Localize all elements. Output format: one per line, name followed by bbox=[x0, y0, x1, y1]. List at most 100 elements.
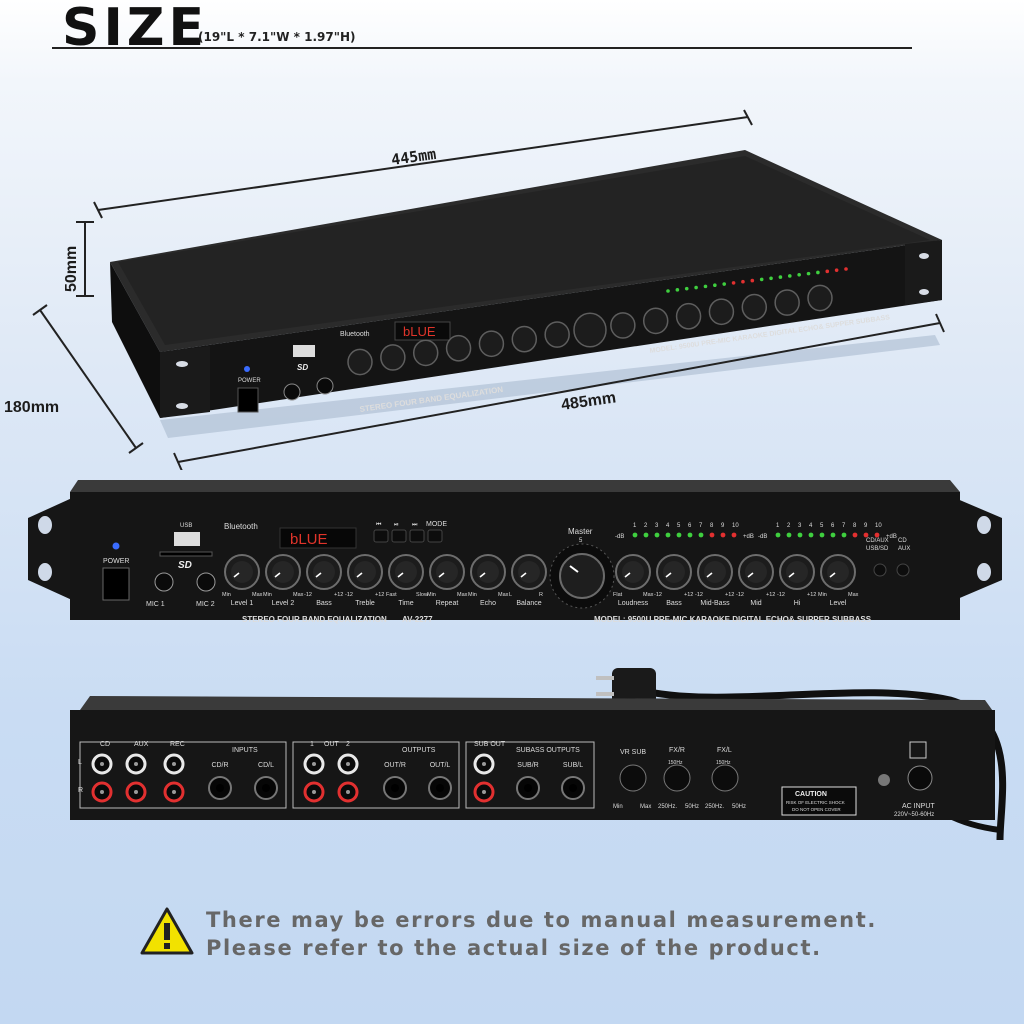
size-subtitle: (19"L * 7.1"W * 1.97"H) bbox=[198, 30, 356, 44]
mic1-jack[interactable] bbox=[154, 572, 174, 592]
vu-led bbox=[722, 282, 727, 286]
master-scale: 5 bbox=[579, 538, 583, 544]
knob-label: Hi bbox=[794, 600, 801, 607]
knob[interactable] bbox=[445, 334, 472, 362]
vu-led bbox=[759, 277, 764, 282]
vu-led bbox=[874, 532, 880, 538]
power-label: POWER bbox=[103, 558, 129, 565]
mic1-jack[interactable] bbox=[283, 383, 301, 401]
usb-sd-button[interactable] bbox=[896, 563, 910, 577]
knob-label: Time bbox=[398, 600, 413, 607]
vu-led bbox=[786, 532, 792, 538]
knob[interactable] bbox=[741, 293, 768, 321]
knob-min: Flat bbox=[613, 592, 623, 598]
bluetooth-label: Bluetooth bbox=[340, 331, 370, 338]
dim-label-50: 50mm bbox=[63, 246, 80, 292]
mic2-jack[interactable] bbox=[316, 377, 334, 395]
vu-led bbox=[750, 278, 755, 283]
knob-min: Min bbox=[818, 592, 827, 598]
dim-line-445 bbox=[97, 116, 749, 211]
subbass-group bbox=[465, 741, 595, 809]
vu-led bbox=[787, 274, 792, 278]
vu-led bbox=[703, 284, 708, 289]
mic2-jack[interactable] bbox=[196, 572, 216, 592]
vu-number: 10 bbox=[732, 523, 739, 529]
rack-hole bbox=[919, 253, 929, 259]
knob-cap bbox=[827, 561, 849, 583]
knob-min: -12 bbox=[736, 592, 744, 598]
knob-pointer bbox=[356, 572, 363, 578]
usb-port[interactable] bbox=[174, 532, 200, 546]
vu-number: 1 bbox=[633, 523, 637, 529]
vu-led bbox=[769, 276, 773, 281]
knob-label: Level bbox=[830, 600, 847, 607]
ground-screw bbox=[878, 774, 890, 786]
source-label-3: CD bbox=[898, 538, 907, 544]
header-divider bbox=[52, 47, 912, 49]
knob[interactable] bbox=[642, 307, 669, 335]
outputs-col-2: 2 bbox=[346, 741, 350, 748]
usb-port[interactable] bbox=[293, 345, 315, 357]
knob-label: Bass bbox=[316, 600, 332, 607]
knob-cap bbox=[704, 561, 726, 583]
subbass-title: SUBASS OUTPUTS bbox=[516, 747, 580, 754]
transport-button[interactable] bbox=[409, 529, 425, 543]
master-knob[interactable] bbox=[559, 553, 605, 599]
knob[interactable] bbox=[347, 348, 373, 376]
knob-pointer bbox=[788, 572, 795, 578]
front-panel-view: POWER USB SD Bluetooth MIC 1 MIC 2 bLUE … bbox=[28, 480, 1002, 624]
fx-r-knob[interactable] bbox=[663, 764, 691, 792]
side-face bbox=[110, 262, 160, 418]
knob[interactable] bbox=[774, 289, 800, 316]
back-panel-view: INPUTS CD AUX REC OUTPUTS 1 OUT 2 SUBASS… bbox=[70, 668, 1007, 841]
vu-led bbox=[741, 279, 745, 284]
transport-button[interactable] bbox=[391, 529, 407, 543]
vu-led bbox=[844, 267, 848, 271]
dim-label-485: 485mm bbox=[560, 389, 617, 414]
knob-label: Mid bbox=[750, 600, 761, 607]
knob-min: -12 bbox=[345, 592, 353, 598]
top-product-view: POWER SD bLUE Bluetooth STEREO FOUR BAND… bbox=[4, 109, 945, 470]
knob[interactable] bbox=[412, 339, 439, 367]
knob[interactable] bbox=[610, 312, 636, 339]
knob[interactable] bbox=[380, 344, 406, 371]
knob[interactable] bbox=[544, 321, 570, 348]
ac-input-socket[interactable] bbox=[907, 765, 933, 791]
vu-led bbox=[731, 532, 737, 538]
vu-led bbox=[666, 289, 670, 293]
knob[interactable] bbox=[675, 302, 702, 330]
inputs-title: INPUTS bbox=[232, 747, 258, 754]
knob-pointer bbox=[438, 572, 445, 578]
vr-sub-knob[interactable] bbox=[619, 764, 647, 792]
knob[interactable] bbox=[807, 284, 833, 312]
dim-label-180: 180mm bbox=[4, 399, 59, 416]
knob[interactable] bbox=[573, 312, 607, 348]
vu-number: 1 bbox=[776, 523, 780, 529]
transport-button[interactable] bbox=[427, 529, 443, 543]
fx-l-knob[interactable] bbox=[711, 764, 739, 792]
vu-led bbox=[709, 532, 715, 538]
knob-label: Echo bbox=[480, 600, 496, 607]
jack-label: CD/R bbox=[211, 762, 228, 769]
knob-pointer bbox=[315, 572, 322, 578]
power-switch[interactable] bbox=[102, 567, 130, 601]
vu-led bbox=[778, 275, 783, 279]
knob-label: Level 1 bbox=[231, 600, 254, 607]
power-switch[interactable] bbox=[237, 387, 259, 413]
rack-hole bbox=[38, 563, 52, 581]
cd-aux-button[interactable] bbox=[873, 563, 887, 577]
knob[interactable] bbox=[708, 298, 735, 326]
fx-l-freq: 150Hz bbox=[716, 760, 731, 766]
knob-max: Max bbox=[457, 592, 468, 598]
warning-icon bbox=[140, 907, 194, 955]
outputs-group bbox=[292, 741, 460, 809]
knob[interactable] bbox=[478, 330, 505, 358]
transport-button[interactable] bbox=[373, 529, 389, 543]
product-shadow bbox=[160, 335, 940, 438]
vu-number: 9 bbox=[721, 523, 725, 529]
front-top-edge bbox=[70, 480, 960, 492]
sd-slot[interactable] bbox=[159, 551, 213, 557]
master-pointer bbox=[569, 565, 579, 573]
knob[interactable] bbox=[511, 325, 538, 353]
